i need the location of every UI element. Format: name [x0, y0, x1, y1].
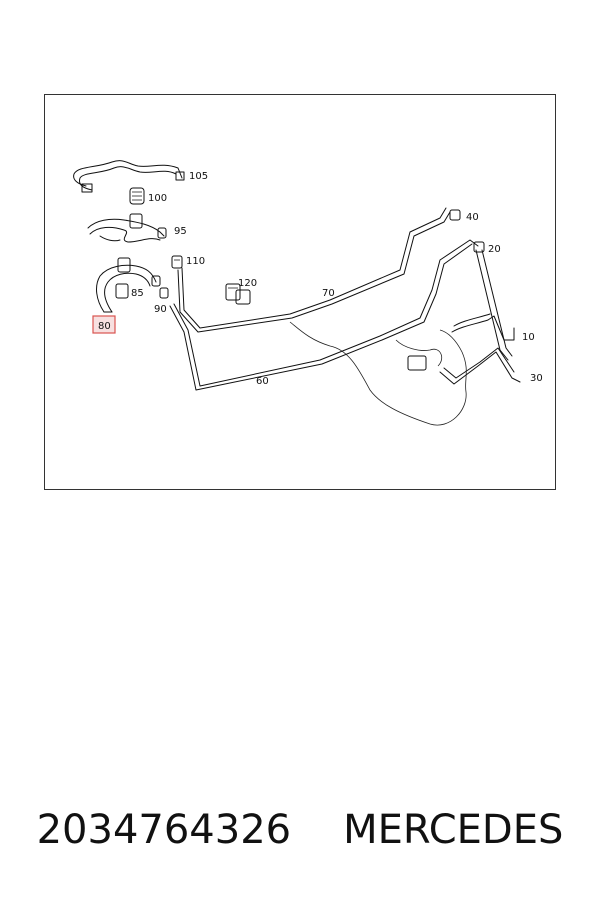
brand-name: MERCEDES [343, 807, 564, 853]
label-20: 20 [488, 244, 501, 255]
label-95: 95 [174, 226, 187, 237]
label-100: 100 [148, 193, 167, 204]
clamp-110 [171, 255, 183, 269]
hose-95 [87, 218, 165, 237]
label-60: 60 [256, 376, 269, 387]
label-105: 105 [189, 171, 208, 182]
line-20 [475, 249, 509, 361]
engine-outline [289, 321, 467, 426]
label-80-highlight[interactable]: 80 [92, 315, 116, 334]
hose-80 [96, 264, 157, 313]
fitting-40 [449, 209, 461, 221]
label-40: 40 [466, 212, 479, 223]
label-80: 80 [98, 321, 111, 332]
label-90: 90 [154, 304, 167, 315]
label-120: 120 [238, 278, 257, 289]
fitting-20 [473, 241, 485, 253]
part-number: 2034764326 [36, 807, 292, 853]
line-60 [173, 239, 479, 387]
label-30: 30 [530, 373, 543, 384]
part-caption: 2034764326 MERCEDES [0, 800, 600, 870]
label-10: 10 [522, 332, 535, 343]
label-70: 70 [322, 288, 335, 299]
hose-105 [73, 160, 183, 187]
line-70 [181, 207, 447, 329]
label-110: 110 [186, 256, 205, 267]
diagram-frame [44, 94, 556, 490]
label-85: 85 [131, 288, 144, 299]
line-10 [451, 315, 515, 341]
clamp-100 [129, 187, 145, 205]
line-30 [439, 351, 521, 385]
clamp-120 [225, 283, 251, 305]
